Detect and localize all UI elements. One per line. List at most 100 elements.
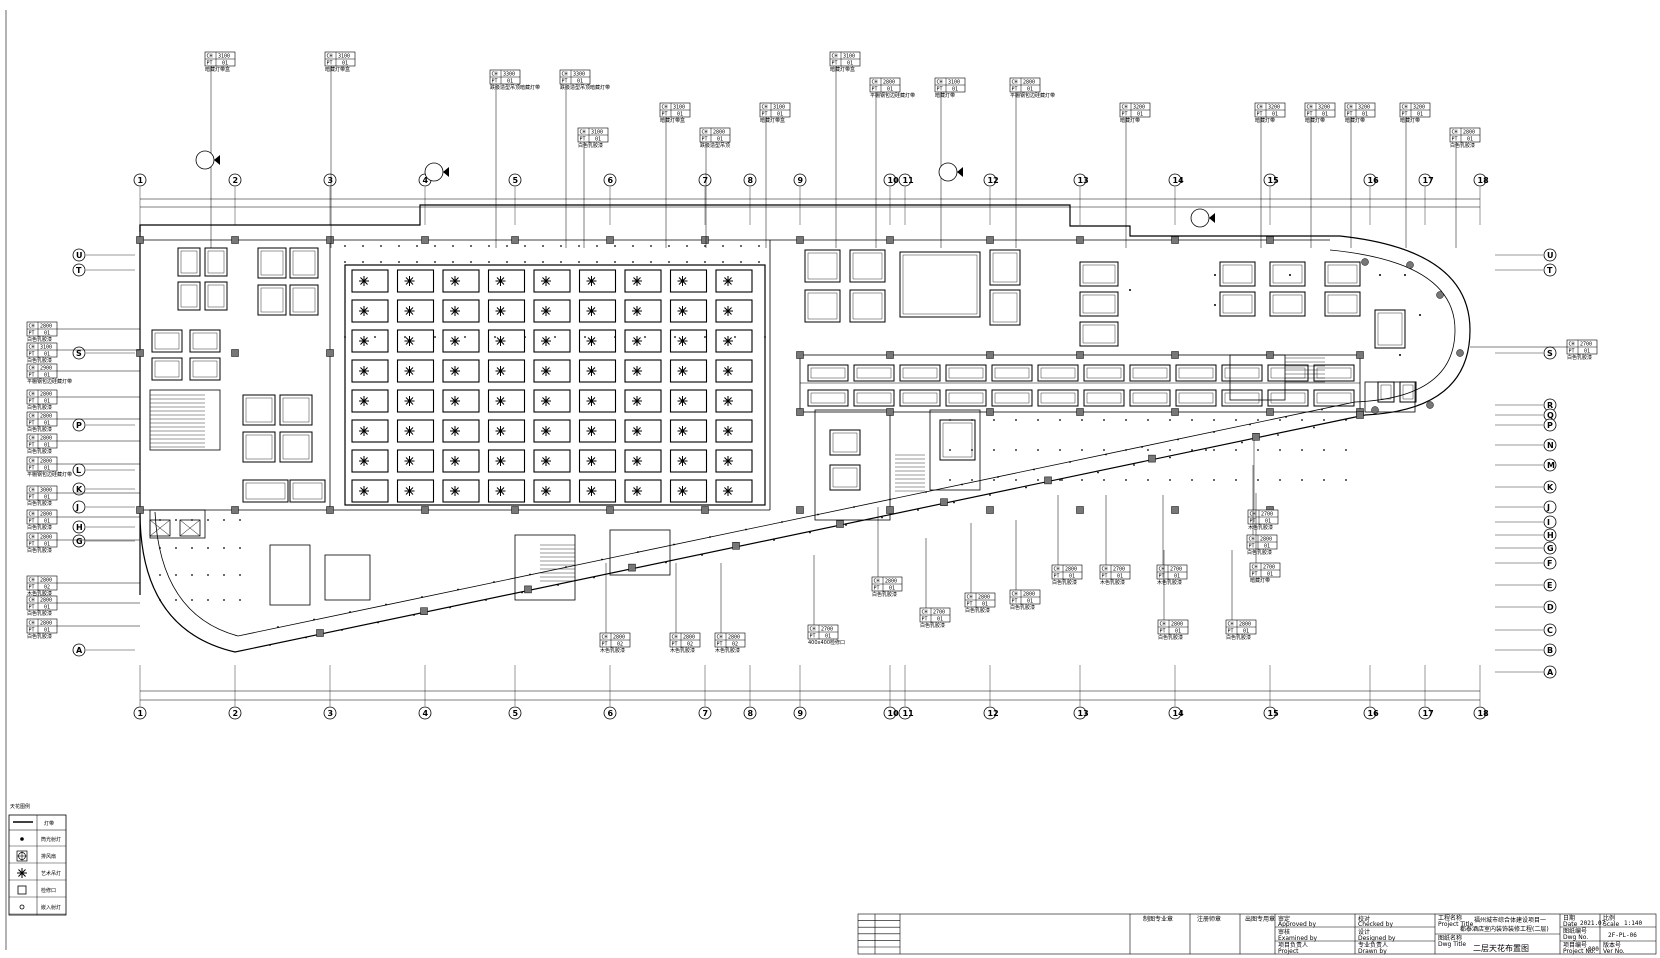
axis-label: R bbox=[1547, 401, 1553, 410]
ceiling-panel bbox=[945, 364, 987, 382]
tag-note: 白色乳胶漆 bbox=[27, 404, 52, 411]
column-square bbox=[986, 351, 994, 359]
axis-bubble-left: G bbox=[72, 534, 135, 548]
downlight-icon bbox=[380, 245, 382, 247]
downlight-icon bbox=[1103, 449, 1105, 451]
downlight-icon bbox=[993, 449, 995, 451]
downlight-icon bbox=[1169, 419, 1171, 421]
art-lamp-icon bbox=[17, 868, 27, 878]
tag-pt-key: PT bbox=[29, 495, 35, 501]
art-lamp-icon bbox=[450, 306, 460, 316]
ballroom-ceiling-cell bbox=[715, 329, 753, 353]
axis-label: U bbox=[76, 251, 83, 260]
tag-pt-key: PT bbox=[1159, 574, 1165, 580]
tag-pt-key: PT bbox=[29, 466, 35, 472]
downlight-icon bbox=[1105, 453, 1107, 456]
downlight-icon bbox=[1169, 449, 1171, 451]
tag-pt-value: 01 bbox=[44, 519, 50, 525]
downlight-icon bbox=[416, 245, 418, 247]
downlight-icon bbox=[593, 576, 595, 579]
round-column bbox=[1426, 401, 1434, 409]
ballroom-ceiling-cell bbox=[669, 299, 708, 323]
axis-label: A bbox=[1547, 668, 1554, 677]
tag-ch-value: 3300 bbox=[503, 72, 515, 78]
ballroom-ceiling-cell bbox=[351, 329, 389, 353]
art-lamp-icon bbox=[677, 336, 688, 346]
tag-pt-key: PT bbox=[492, 79, 498, 85]
axis-bubble-top: 8 bbox=[743, 173, 757, 187]
art-lamp-icon bbox=[495, 276, 506, 286]
round-column bbox=[1456, 349, 1464, 357]
axis-bubble-top: 12 bbox=[983, 173, 999, 187]
ballroom-ceiling-cell bbox=[487, 329, 526, 353]
axis-bubble-bottom: 12 bbox=[983, 706, 999, 720]
downlight-icon bbox=[722, 245, 724, 247]
pm-label-en: Project bbox=[1278, 948, 1299, 955]
ver-label: 版本号 bbox=[1603, 941, 1621, 949]
ballroom-ceiling-cell bbox=[578, 419, 617, 443]
tag-note: 白色乳胶漆 bbox=[578, 142, 603, 149]
axis-label: J bbox=[75, 503, 79, 512]
ceiling-panel bbox=[899, 389, 941, 407]
downlight-icon bbox=[949, 479, 951, 481]
downlight-icon bbox=[223, 519, 225, 521]
ballroom-ceiling-cell bbox=[487, 419, 526, 443]
art-lamp-icon bbox=[677, 426, 688, 436]
downlight-icon bbox=[1147, 479, 1149, 481]
ballroom-ceiling-cell bbox=[396, 329, 435, 353]
ballroom-ceiling-cell bbox=[715, 449, 753, 473]
downlight-icon bbox=[464, 336, 466, 338]
downlight-icon bbox=[159, 574, 161, 576]
downlight-icon bbox=[704, 245, 706, 247]
tag-pt-value: 01 bbox=[44, 466, 50, 472]
axis-bubble-top: 5 bbox=[508, 173, 522, 187]
tag-ch-key: CH bbox=[1102, 567, 1108, 573]
axis-label: C bbox=[1547, 626, 1553, 635]
downlight-icon bbox=[413, 614, 415, 616]
ballroom-ceiling-cell bbox=[533, 329, 571, 353]
axis-bubble-right: S bbox=[1495, 346, 1557, 360]
ceiling-panel bbox=[807, 364, 849, 382]
art-lamp-icon bbox=[677, 486, 688, 496]
tag-pt-key: PT bbox=[29, 542, 35, 548]
axis-bubble-top: 14 bbox=[1168, 173, 1184, 187]
column-square bbox=[986, 408, 994, 416]
axis-label: N bbox=[1547, 441, 1554, 450]
tag-pt-value: 01 bbox=[44, 373, 50, 379]
axis-bubble-right: N bbox=[1495, 438, 1557, 452]
tag-pt-key: PT bbox=[29, 399, 35, 405]
axis-bubble-bottom: 6 bbox=[603, 706, 617, 720]
tag-pt-key: PT bbox=[29, 352, 35, 358]
art-lamp-icon bbox=[586, 396, 597, 406]
tag-pt-key: PT bbox=[1250, 519, 1256, 525]
ceiling-panel bbox=[989, 249, 1021, 286]
axis-label: K bbox=[1547, 483, 1554, 492]
downlight-icon bbox=[1279, 479, 1281, 481]
ceiling-panel bbox=[1037, 364, 1079, 382]
project-no-label-en: Project No. bbox=[1563, 948, 1595, 955]
downlight-icon bbox=[650, 261, 652, 263]
column-square bbox=[1044, 476, 1052, 485]
column-square bbox=[701, 236, 709, 244]
downlight-icon bbox=[404, 336, 406, 338]
axis-label: L bbox=[76, 466, 81, 475]
downlight-icon bbox=[341, 629, 343, 631]
ballroom-ceiling-cell bbox=[487, 449, 526, 473]
downlight-icon bbox=[1141, 446, 1143, 448]
downlight-icon bbox=[1059, 479, 1061, 481]
column-square bbox=[231, 236, 239, 244]
axis-bubble-right: A bbox=[1495, 665, 1557, 679]
column-square bbox=[1076, 506, 1084, 514]
downlight-icon bbox=[971, 449, 973, 451]
downlight-icon bbox=[917, 509, 919, 511]
tag-pt-value: 01 bbox=[44, 421, 50, 427]
axis-bubble-left: K bbox=[72, 482, 135, 496]
axis-bubble-left: H bbox=[72, 520, 135, 534]
tag-ch-key: CH bbox=[29, 488, 35, 494]
tag-pt-value: 01 bbox=[507, 79, 513, 85]
